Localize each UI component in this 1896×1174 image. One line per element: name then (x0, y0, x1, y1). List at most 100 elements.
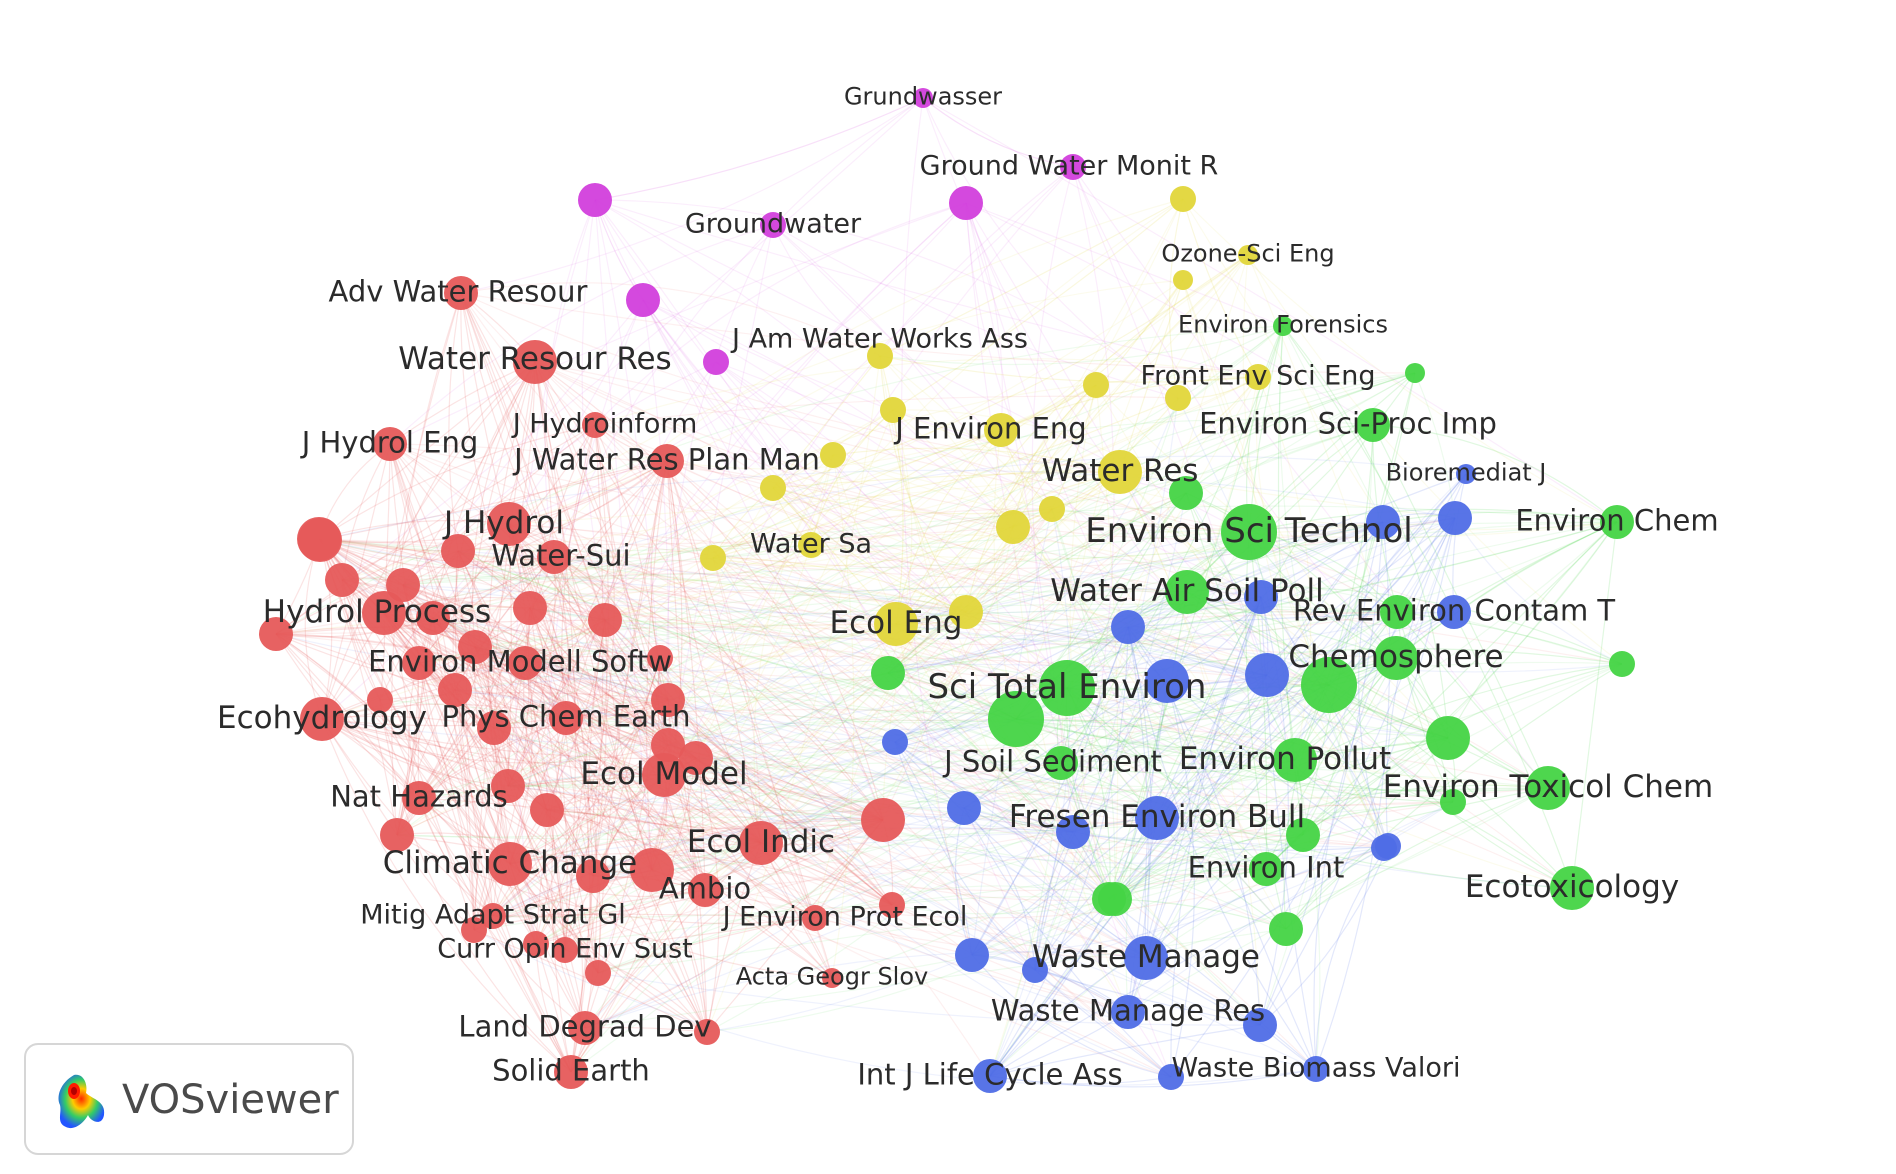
network-node-yellow[interactable] (880, 397, 906, 423)
network-node-red[interactable] (651, 728, 685, 762)
network-node-green[interactable] (1440, 789, 1466, 815)
network-node-red[interactable] (300, 697, 344, 741)
node-label[interactable]: Environ Sci-Proc Imp (1199, 406, 1497, 440)
network-node-magenta[interactable] (703, 349, 729, 375)
node-label[interactable]: Environ Modell Softw (368, 644, 672, 678)
node-label[interactable]: Climatic Change (383, 845, 637, 881)
network-node-yellow[interactable] (1083, 372, 1109, 398)
network-node-green[interactable] (1356, 408, 1390, 442)
node-label[interactable]: Environ Forensics (1178, 311, 1388, 339)
network-node-red[interactable] (651, 683, 685, 717)
network-node-blue[interactable] (1111, 995, 1145, 1029)
network-node-blue[interactable] (1145, 659, 1189, 703)
network-node-red[interactable] (362, 591, 406, 635)
network-node-red[interactable] (554, 1055, 588, 1089)
network-node-yellow[interactable] (1173, 270, 1193, 290)
node-label[interactable]: Groundwater (685, 209, 862, 240)
node-label[interactable]: Water Air Soil Poll (1050, 573, 1323, 609)
network-node-red[interactable] (477, 711, 511, 745)
node-label[interactable]: Rev Environ Contam T (1293, 593, 1616, 627)
network-node-blue[interactable] (1245, 653, 1289, 697)
node-label[interactable]: Water-Sui (491, 538, 630, 572)
network-node-red[interactable] (259, 617, 293, 651)
node-label[interactable]: Water Resour Res (398, 341, 671, 377)
network-node-yellow[interactable] (949, 595, 983, 629)
node-label[interactable]: Water Sa (750, 529, 872, 560)
node-label[interactable]: Acta Geogr Slov (736, 963, 929, 991)
network-node-red[interactable] (367, 687, 393, 713)
network-node-red[interactable] (488, 842, 532, 886)
network-node-red[interactable] (630, 848, 674, 892)
network-node-red[interactable] (552, 937, 578, 963)
network-node-blue[interactable] (1158, 1064, 1184, 1090)
network-node-red[interactable] (480, 903, 506, 929)
network-node-blue[interactable] (1366, 505, 1400, 539)
node-label[interactable]: Adv Water Resour (329, 274, 588, 308)
network-node-blue[interactable] (1244, 580, 1278, 614)
network-node-green[interactable] (1609, 651, 1635, 677)
network-node-green[interactable] (1249, 852, 1283, 886)
network-node-green[interactable] (1269, 912, 1303, 946)
network-node-red[interactable] (513, 340, 557, 384)
network-node-red[interactable] (386, 568, 420, 602)
node-label[interactable]: Ambio (659, 871, 751, 905)
network-node-blue[interactable] (1375, 833, 1401, 859)
network-node-red[interactable] (861, 798, 905, 842)
network-node-yellow[interactable] (1238, 245, 1258, 265)
network-node-blue[interactable] (955, 938, 989, 972)
network-node-green[interactable] (1380, 595, 1414, 629)
node-label[interactable]: Environ Pollut (1179, 741, 1391, 777)
node-label[interactable]: Nat Hazards (330, 779, 508, 813)
network-node-red[interactable] (585, 960, 611, 986)
network-node-blue[interactable] (1056, 815, 1090, 849)
network-node-blue[interactable] (1243, 1008, 1277, 1042)
node-label[interactable]: Ecol Eng (830, 605, 963, 641)
network-node-green[interactable] (1426, 716, 1470, 760)
node-label[interactable]: Bioremediat J (1386, 459, 1547, 487)
network-node-yellow[interactable] (820, 442, 846, 468)
network-node-red[interactable] (373, 427, 407, 461)
node-label[interactable]: Waste Biomass Valori (1171, 1053, 1460, 1084)
network-node-green[interactable] (1273, 316, 1293, 336)
network-node-yellow[interactable] (700, 545, 726, 571)
network-node-green[interactable] (1044, 746, 1078, 780)
network-node-yellow[interactable] (984, 413, 1018, 447)
network-node-red[interactable] (491, 769, 525, 803)
network-node-red[interactable] (513, 591, 547, 625)
network-node-magenta[interactable] (578, 183, 612, 217)
network-node-magenta[interactable] (626, 283, 660, 317)
network-node-yellow[interactable] (867, 343, 893, 369)
network-node-yellow[interactable] (874, 602, 918, 646)
network-node-red[interactable] (487, 502, 531, 546)
node-label[interactable]: Phys Chem Earth (441, 699, 690, 733)
network-node-green[interactable] (1165, 570, 1209, 614)
network-node-red[interactable] (688, 873, 722, 907)
network-node-blue[interactable] (947, 791, 981, 825)
network-node-red[interactable] (461, 917, 487, 943)
network-node-green[interactable] (1405, 363, 1425, 383)
network-node-blue[interactable] (882, 729, 908, 755)
network-node-green[interactable] (1092, 882, 1126, 916)
node-label[interactable]: Ground Water Monit R (920, 151, 1219, 182)
network-node-yellow[interactable] (1245, 364, 1271, 390)
node-label[interactable]: Ecotoxicology (1465, 869, 1679, 905)
network-node-blue[interactable] (1303, 1056, 1329, 1082)
network-node-red[interactable] (438, 673, 472, 707)
network-node-red[interactable] (582, 412, 608, 438)
node-label[interactable]: Land Degrad Dev (458, 1009, 711, 1043)
node-label[interactable]: Sci Total Environ (928, 667, 1207, 707)
network-node-magenta[interactable] (949, 186, 983, 220)
node-label[interactable]: J Hydrol Eng (300, 425, 479, 459)
node-label[interactable]: Environ Toxicol Chem (1383, 769, 1713, 805)
network-node-red[interactable] (537, 540, 571, 574)
network-node-red[interactable] (568, 1011, 602, 1045)
network-node-blue[interactable] (1438, 501, 1472, 535)
network-node-red[interactable] (679, 741, 713, 775)
network-node-red[interactable] (576, 859, 610, 893)
network-node-red[interactable] (380, 818, 414, 852)
network-node-red[interactable] (402, 781, 436, 815)
network-node-blue[interactable] (1111, 610, 1145, 644)
network-node-yellow[interactable] (1098, 450, 1142, 494)
network-node-green[interactable] (1221, 504, 1277, 560)
node-label[interactable]: Environ Int (1188, 850, 1345, 884)
